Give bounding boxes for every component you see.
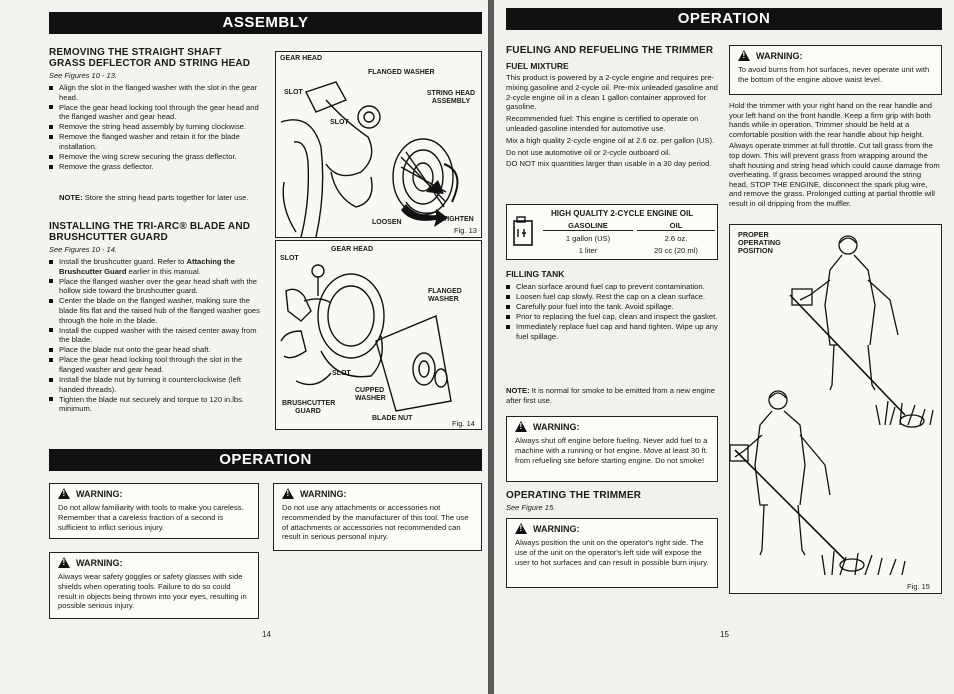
holding-instructions: Hold the trimmer with your right hand on… [729, 101, 940, 208]
label-brushcutter-guard: BRUSHCUTTER GUARD [282, 400, 336, 415]
installing-heading: INSTALLING THE TRI-ARC® BLADE AND BRUSHC… [49, 221, 251, 243]
label-proper-operating-position: PROPER OPERATING POSITION [738, 230, 781, 255]
list-item: Remove the wing screw securing the grass… [49, 152, 261, 162]
removing-steps: Align the slot in the flanged washer wit… [49, 83, 261, 172]
filling-note: NOTE: It is normal for smoke to be emitt… [506, 386, 715, 405]
label-gear-head: GEAR HEAD [280, 55, 323, 62]
warning-triangle-icon [515, 523, 527, 534]
list-item: Place the flanged washer over the gear h… [49, 277, 261, 296]
fuel-mixture-subheading: FUEL MIXTURE [506, 61, 569, 71]
removing-see-figures: See Figures 10 - 13. [49, 71, 117, 80]
label-tighten: TIGHTEN [443, 216, 474, 223]
list-item: Prior to replacing the fuel cap, clean a… [506, 312, 718, 322]
operating-heading: OPERATING THE TRIMMER [506, 490, 642, 501]
right-page: OPERATION FUELING AND REFUELING THE TRIM… [494, 0, 954, 694]
label-gear-head: GEAR HEAD [331, 246, 374, 253]
page-number-right: 15 [720, 630, 729, 639]
operation-header-right: OPERATION [506, 8, 942, 30]
warning-operator-side: WARNING: Always position the unit on the… [506, 518, 718, 588]
list-item: Place the blade nut onto the gear head s… [49, 345, 261, 355]
warning-triangle-icon [58, 557, 70, 568]
list-item: Place the gear head locking tool through… [49, 355, 261, 374]
label-slot: SLOT [332, 370, 351, 377]
label-flanged-washer: FLANGED WASHER [428, 288, 462, 303]
list-item: Install the cupped washer with the raise… [49, 326, 261, 345]
fuel-table-cell: 20 cc (20 ml) [654, 246, 698, 255]
list-item: Loosen fuel cap slowly. Rest the cap on … [506, 292, 718, 302]
list-item: Remove the grass deflector. [49, 162, 261, 172]
label-flanged-washer: FLANGED WASHER [368, 69, 435, 76]
list-item: Tighten the blade nut securely and torqu… [49, 395, 261, 414]
string-head-diagram [280, 81, 459, 237]
list-item: Install the brushcutter guard. Refer to … [49, 257, 261, 276]
warning-fueling: WARNING: Always shut off engine before f… [506, 416, 718, 482]
removing-heading: REMOVING THE STRAIGHT SHAFT GRASS DEFLEC… [49, 47, 251, 69]
fuel-table-col-oil: OIL [637, 221, 715, 231]
warning-triangle-icon [738, 50, 750, 61]
warning-triangle-icon [58, 488, 70, 499]
operator-illustration [730, 235, 934, 576]
installing-see-figures: See Figures 10 - 14. [49, 245, 117, 254]
fuel-mixture-text: This product is powered by a 2-cycle eng… [506, 73, 718, 169]
figure-15: PROPER OPERATING POSITION Fig. 15 [729, 224, 942, 594]
blade-install-diagram [280, 264, 452, 412]
filling-tank-subheading: FILLING TANK [506, 269, 565, 279]
warning-triangle-icon [515, 421, 527, 432]
assembly-header: ASSEMBLY [49, 12, 482, 34]
list-item: Immediately replace fuel cap and hand ti… [506, 322, 718, 341]
list-item: Place the gear head locking tool through… [49, 103, 261, 122]
page-number-left: 14 [262, 630, 271, 639]
warning-safety-goggles: WARNING: Always wear safety goggles or s… [49, 552, 259, 619]
list-item: Align the slot in the flanged washer wit… [49, 83, 261, 102]
label-cupped-washer: CUPPED WASHER [355, 387, 386, 402]
list-item: Install the blade nut by turning it coun… [49, 375, 261, 394]
figure-13: GEAR HEAD FLANGED WASHER SLOT SLOT STRIN… [275, 51, 482, 238]
left-page: ASSEMBLY REMOVING THE STRAIGHT SHAFT GRA… [0, 0, 488, 694]
warning-familiarity: WARNING: Do not allow familiarity with t… [49, 483, 259, 539]
label-slot: SLOT [284, 89, 303, 96]
label-string-head-assembly: STRING HEAD ASSEMBLY [426, 90, 476, 105]
fig-13-label: Fig. 13 [454, 226, 477, 235]
removing-note: NOTE: Store the string head parts togeth… [59, 193, 249, 202]
operating-see-figure: See Figure 15. [506, 503, 556, 512]
warning-attachments: WARNING: Do not use any attachments or a… [273, 483, 482, 551]
fuel-table-cell: 2.6 oz. [664, 234, 688, 243]
fuel-table-col-gasoline: GASOLINE [543, 221, 633, 231]
fuel-mix-table: HIGH QUALITY 2-CYCLE ENGINE OIL GASOLINE… [506, 204, 718, 260]
list-item: Remove the flanged washer and retain it … [49, 132, 261, 151]
installing-steps: Install the brushcutter guard. Refer to … [49, 257, 261, 415]
fuel-table-title: HIGH QUALITY 2-CYCLE ENGINE OIL [551, 209, 694, 218]
figure-14: GEAR HEAD SLOT FLANGED WASHER SLOT CUPPE… [275, 240, 482, 430]
label-slot: SLOT [330, 119, 349, 126]
label-blade-nut: BLADE NUT [372, 415, 413, 422]
operation-header-left: OPERATION [49, 449, 482, 471]
warning-triangle-icon [282, 488, 294, 499]
list-item: Clean surface around fuel cap to prevent… [506, 282, 718, 292]
fuel-table-cell: 1 liter [578, 246, 598, 255]
list-item: Remove the string head assembly by turni… [49, 122, 261, 132]
list-item: Center the blade on the flanged washer, … [49, 296, 261, 325]
fuel-can-icon [513, 216, 533, 246]
fig-14-label: Fig. 14 [452, 419, 475, 428]
filling-tank-steps: Clean surface around fuel cap to prevent… [506, 282, 718, 342]
warning-hot-surfaces: WARNING: To avoid burns from hot surface… [729, 45, 942, 95]
fueling-heading: FUELING AND REFUELING THE TRIMMER [506, 45, 714, 56]
fig-15-label: Fig. 15 [907, 582, 930, 591]
label-slot: SLOT [280, 255, 299, 262]
fuel-table-cell: 1 gallon (US) [565, 234, 611, 243]
label-loosen: LOOSEN [372, 219, 402, 226]
list-item: Carefully pour fuel into the tank. Avoid… [506, 302, 718, 312]
